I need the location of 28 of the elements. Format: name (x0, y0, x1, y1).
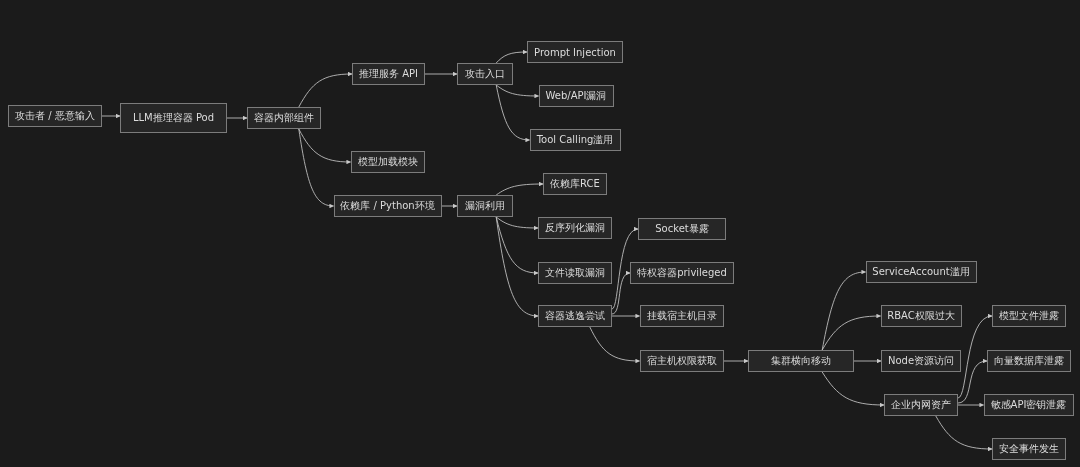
process-box: 向量数据库泄露 (987, 350, 1071, 372)
process-box: 模型加载模块 (350, 151, 425, 173)
process-box: 依赖库RCE (543, 173, 607, 195)
process-box: 攻击入口 (457, 63, 513, 85)
process-box: 模型文件泄露 (992, 305, 1066, 327)
process-box: Web/API漏洞 (538, 85, 614, 107)
process-box: 企业内网资产 (884, 394, 958, 416)
process-box: Prompt Injection (527, 41, 623, 63)
process-box: LLM推理容器 Pod (120, 103, 227, 133)
process-box: Socket暴露 (638, 218, 726, 240)
process-box: Node资源访问 (881, 350, 961, 372)
process-box: 推理服务 API (352, 63, 425, 85)
process-box: 攻击者 / 恶意输入 (8, 105, 102, 127)
process-box: 容器内部组件 (247, 107, 321, 129)
process-box: 敏感API密钥泄露 (983, 394, 1074, 416)
process-box: 宿主机权限获取 (639, 350, 724, 372)
process-box: Tool Calling滥用 (529, 129, 621, 151)
process-box: ServiceAccount滥用 (865, 261, 977, 283)
process-box: 安全事件发生 (992, 438, 1066, 460)
process-box: 文件读取漏洞 (538, 262, 612, 284)
process-box: RBAC权限过大 (880, 305, 962, 327)
process-box: 集群横向移动 (748, 350, 854, 372)
process-box: 漏洞利用 (457, 195, 513, 217)
process-box: 反序列化漏洞 (538, 217, 612, 239)
process-box: 容器逃逸尝试 (538, 305, 612, 327)
process-box: 依赖库 / Python环境 (333, 195, 442, 217)
process-box: 特权容器privileged (630, 262, 734, 284)
process-box: 挂载宿主机目录 (639, 305, 724, 327)
